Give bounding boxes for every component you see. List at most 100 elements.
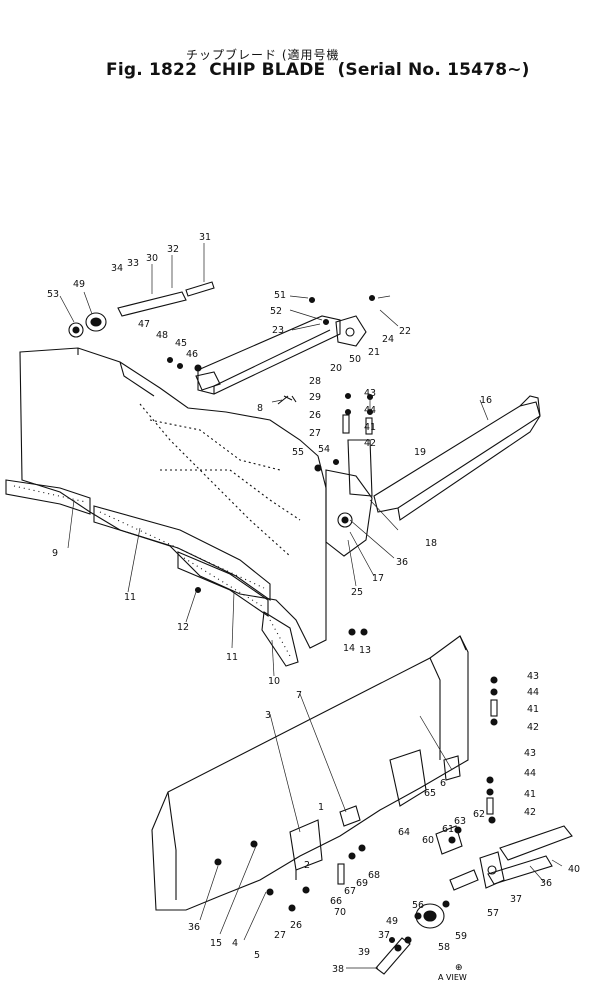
callout-40: 40 bbox=[568, 864, 580, 875]
callout-6: 6 bbox=[440, 778, 446, 789]
callout-41: 41 bbox=[364, 422, 376, 433]
callout-43: 43 bbox=[524, 748, 536, 759]
japanese-title: チップブレード (適用号機 bbox=[186, 46, 340, 63]
callout-5: 5 bbox=[254, 950, 260, 961]
callout-39: 39 bbox=[358, 947, 370, 958]
callout-44: 44 bbox=[364, 405, 376, 416]
a-view-symbol: ⊕ bbox=[455, 963, 463, 973]
japanese-title-text: チップブレード bbox=[186, 48, 278, 62]
callout-20: 20 bbox=[330, 363, 342, 374]
callout-64: 64 bbox=[398, 827, 410, 838]
callout-49: 49 bbox=[386, 916, 398, 927]
callout-69: 69 bbox=[356, 878, 368, 889]
callout-70: 70 bbox=[334, 907, 346, 918]
callout-13: 13 bbox=[359, 645, 371, 656]
callout-45: 45 bbox=[175, 338, 187, 349]
callout-50: 50 bbox=[349, 354, 361, 365]
callout-60: 60 bbox=[422, 835, 434, 846]
callout-21: 21 bbox=[368, 347, 380, 358]
callout-42: 42 bbox=[527, 722, 539, 733]
callout-36: 36 bbox=[540, 878, 552, 889]
japanese-serial-text: (適用号機 bbox=[281, 48, 340, 62]
callout-2: 2 bbox=[304, 860, 310, 871]
callout-36: 36 bbox=[396, 557, 408, 568]
callout-7: 7 bbox=[296, 690, 302, 701]
lower-blade-assembly bbox=[151, 635, 573, 975]
callout-43: 43 bbox=[364, 388, 376, 399]
callout-41: 41 bbox=[524, 789, 536, 800]
callout-37: 37 bbox=[510, 894, 522, 905]
callout-34: 34 bbox=[111, 263, 123, 274]
callout-8: 8 bbox=[257, 403, 263, 414]
callout-36: 36 bbox=[188, 922, 200, 933]
callout-22: 22 bbox=[399, 326, 411, 337]
callout-28: 28 bbox=[0, 0, 12, 3]
callout-11: 11 bbox=[226, 652, 238, 663]
callout-66: 66 bbox=[330, 896, 342, 907]
callout-42: 42 bbox=[524, 807, 536, 818]
callout-48: 48 bbox=[156, 330, 168, 341]
callout-61: 61 bbox=[442, 824, 454, 835]
callout-24: 24 bbox=[382, 334, 394, 345]
callout-32: 32 bbox=[167, 244, 179, 255]
serial-range: (Serial No. 15478~) bbox=[337, 60, 530, 80]
callout-15: 15 bbox=[210, 938, 222, 949]
callout-38: 38 bbox=[332, 964, 344, 975]
callout-25: 25 bbox=[351, 587, 363, 598]
callout-56: 56 bbox=[412, 900, 424, 911]
callout-58: 58 bbox=[438, 942, 450, 953]
callout-12: 12 bbox=[177, 622, 189, 633]
callout-65: 65 bbox=[424, 788, 436, 799]
callout-51: 51 bbox=[274, 290, 286, 301]
leader-lines bbox=[59, 243, 563, 969]
callout-11: 11 bbox=[124, 592, 136, 603]
callout-29: 29 bbox=[309, 392, 321, 403]
callout-27: 27 bbox=[309, 428, 321, 439]
callout-37: 37 bbox=[378, 930, 390, 941]
callout-26: 26 bbox=[290, 920, 302, 931]
callout-1: 1 bbox=[318, 802, 324, 813]
callout-52: 52 bbox=[270, 306, 282, 317]
callout-68: 68 bbox=[368, 870, 380, 881]
callout-3: 3 bbox=[265, 710, 271, 721]
callout-54: 54 bbox=[318, 444, 330, 455]
callout-49: 49 bbox=[73, 279, 85, 290]
callout-30: 30 bbox=[146, 253, 158, 264]
a-view-caption: A VIEW bbox=[438, 973, 467, 982]
callout-67: 67 bbox=[344, 886, 356, 897]
callout-10: 10 bbox=[268, 676, 280, 687]
callout-26: 26 bbox=[309, 410, 321, 421]
callout-42: 42 bbox=[364, 438, 376, 449]
callout-55: 55 bbox=[292, 447, 304, 458]
callout-46: 46 bbox=[186, 349, 198, 360]
callout-27: 27 bbox=[274, 930, 286, 941]
callout-33: 33 bbox=[127, 258, 139, 269]
callout-numbers: 3132303334495347484546515223205021242282… bbox=[0, 0, 580, 975]
figure-name: CHIP BLADE bbox=[209, 60, 326, 80]
a-view-marker: ⊕ A VIEW bbox=[438, 963, 467, 982]
callout-17: 17 bbox=[372, 573, 384, 584]
callout-31: 31 bbox=[199, 232, 211, 243]
figure-title: Fig. 1822 CHIP BLADE (Serial No. 15478~) bbox=[106, 60, 536, 80]
callout-18: 18 bbox=[425, 538, 437, 549]
callout-57: 57 bbox=[487, 908, 499, 919]
callout-53: 53 bbox=[47, 289, 59, 300]
callout-9: 9 bbox=[52, 548, 58, 559]
callout-14: 14 bbox=[343, 643, 355, 654]
callout-44: 44 bbox=[524, 768, 536, 779]
callout-4: 4 bbox=[232, 938, 238, 949]
callout-28: 28 bbox=[309, 376, 321, 387]
callout-16: 16 bbox=[480, 395, 492, 406]
callout-62: 62 bbox=[473, 809, 485, 820]
figure-number: Fig. 1822 bbox=[106, 60, 198, 80]
callout-29: 29 bbox=[0, 0, 12, 3]
callout-44: 44 bbox=[527, 687, 539, 698]
callout-41: 41 bbox=[527, 704, 539, 715]
upper-blade-assembly bbox=[5, 281, 541, 667]
callout-47: 47 bbox=[138, 319, 150, 330]
callout-63: 63 bbox=[454, 816, 466, 827]
callout-43: 43 bbox=[527, 671, 539, 682]
callout-59: 59 bbox=[455, 931, 467, 942]
